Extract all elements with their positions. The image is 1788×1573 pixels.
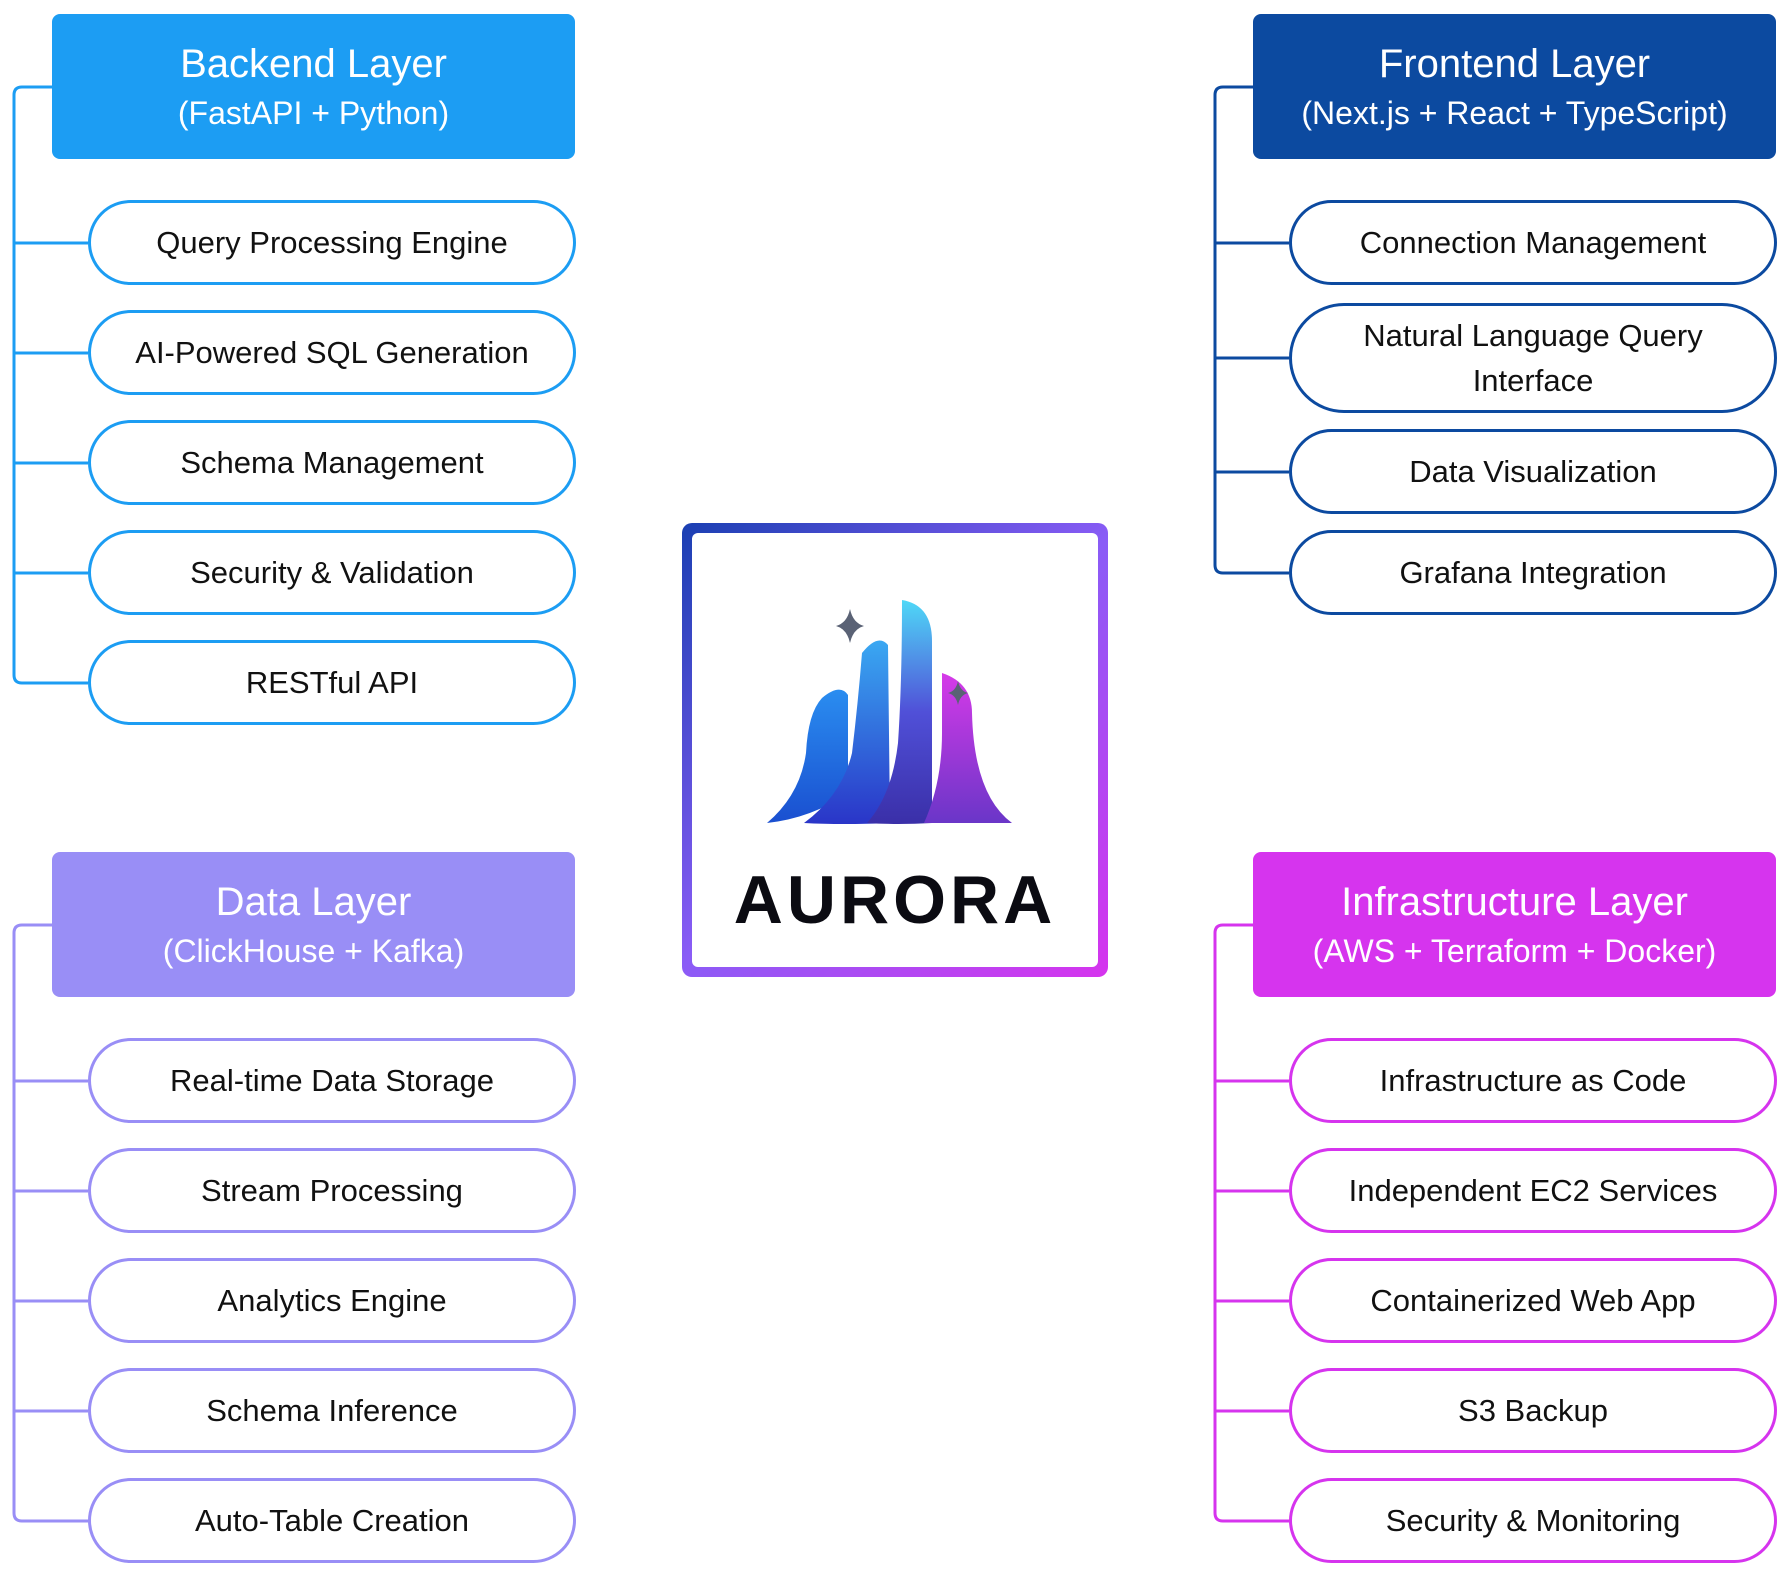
backend-connectors	[12, 85, 88, 685]
infrastructure-layer-header: Infrastructure Layer (AWS + Terraform + …	[1253, 852, 1776, 997]
sparkle-icon	[836, 609, 864, 643]
aurora-logo-inner: AURORA	[692, 533, 1098, 967]
data-connectors	[12, 923, 88, 1523]
infrastructure-item: Independent EC2 Services	[1289, 1148, 1777, 1233]
backend-item: AI-Powered SQL Generation	[88, 310, 576, 395]
data-item: Schema Inference	[88, 1368, 576, 1453]
frontend-item: Natural Language Query Interface	[1289, 303, 1777, 413]
aurora-logo-icon	[767, 600, 1012, 824]
frontend-item: Grafana Integration	[1289, 530, 1777, 615]
frontend-item: Connection Management	[1289, 200, 1777, 285]
infrastructure-layer-title: Infrastructure Layer	[1341, 879, 1688, 924]
data-item: Analytics Engine	[88, 1258, 576, 1343]
sparkle-icon	[948, 681, 968, 705]
logo-wing-2	[804, 640, 890, 824]
backend-item: RESTful API	[88, 640, 576, 725]
infrastructure-layer-subtitle: (AWS + Terraform + Docker)	[1312, 932, 1717, 969]
infrastructure-connectors	[1213, 923, 1289, 1523]
logo-wing-3	[867, 600, 932, 824]
frontend-layer-subtitle: (Next.js + React + TypeScript)	[1301, 94, 1728, 131]
aurora-brand-name: AURORA	[733, 862, 1057, 938]
data-layer-subtitle: (ClickHouse + Kafka)	[162, 932, 465, 969]
frontend-layer-header: Frontend Layer (Next.js + React + TypeSc…	[1253, 14, 1776, 159]
infrastructure-item: S3 Backup	[1289, 1368, 1777, 1453]
backend-item: Security & Validation	[88, 530, 576, 615]
backend-layer-header: Backend Layer (FastAPI + Python)	[52, 14, 575, 159]
frontend-item: Data Visualization	[1289, 429, 1777, 514]
data-item: Real-time Data Storage	[88, 1038, 576, 1123]
backend-item: Schema Management	[88, 420, 576, 505]
frontend-connectors	[1213, 85, 1289, 575]
frontend-layer-title: Frontend Layer	[1378, 41, 1651, 86]
data-layer-header: Data Layer (ClickHouse + Kafka)	[52, 852, 575, 997]
logo-wing-1	[767, 689, 848, 823]
data-item: Auto-Table Creation	[88, 1478, 576, 1563]
infrastructure-item: Containerized Web App	[1289, 1258, 1777, 1343]
backend-item: Query Processing Engine	[88, 200, 576, 285]
aurora-logo-card: AURORA	[682, 523, 1108, 977]
logo-wing-4	[924, 673, 1012, 823]
data-layer-title: Data Layer	[215, 879, 412, 924]
backend-layer-title: Backend Layer	[180, 41, 447, 86]
backend-layer-subtitle: (FastAPI + Python)	[177, 94, 450, 131]
data-item: Stream Processing	[88, 1148, 576, 1233]
infrastructure-item: Security & Monitoring	[1289, 1478, 1777, 1563]
infrastructure-item: Infrastructure as Code	[1289, 1038, 1777, 1123]
